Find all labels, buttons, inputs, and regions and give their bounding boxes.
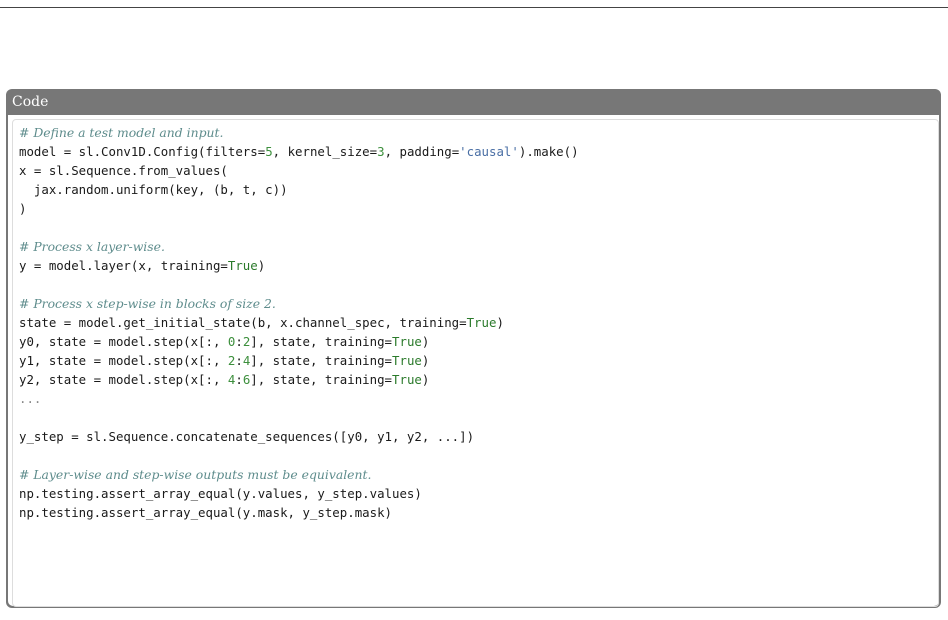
code-token: 3 (377, 144, 385, 159)
code-token: # Process x layer-wise. (19, 239, 165, 254)
code-line: # Define a test model and input. (19, 123, 938, 142)
code-token: # Process x step-wise in blocks of size … (19, 296, 276, 311)
code-line: x = sl.Sequence.from_values( (19, 161, 938, 180)
code-token: ], state, training= (250, 353, 393, 368)
code-line: state = model.get_initial_state(b, x.cha… (19, 313, 938, 332)
code-token: 4 (227, 372, 236, 387)
code-block-header: Code (12, 94, 49, 110)
code-token: x = sl.Sequence.from_values( (19, 163, 228, 178)
code-token: state = model.get_initial_state(b, x.cha… (19, 315, 467, 330)
code-line (19, 218, 938, 237)
code-token: model = sl.Conv1D.Config(filters= (19, 144, 266, 159)
code-token: 5 (265, 144, 273, 159)
code-token: 'causal' (459, 144, 519, 159)
code-block: Code # Define a test model and input. mod… (6, 89, 941, 608)
code-token: y1, state = model.step(x[:, (19, 353, 228, 368)
code-token: 4 (242, 353, 251, 368)
code-token: ).make() (518, 144, 579, 159)
code-token: ) (421, 353, 430, 368)
code-line: np.testing.assert_array_equal(y.values, … (19, 484, 938, 503)
code-listing: # Define a test model and input. model = … (12, 119, 939, 607)
code-line: # Process x layer-wise. (19, 237, 938, 256)
code-token: jax.random.uniform(key, (b, t, c)) (19, 182, 288, 197)
code-line: ) (19, 199, 938, 218)
code-token: True (392, 334, 422, 349)
code-line (19, 408, 938, 427)
code-line: y2, state = model.step(x[:, 4:6], state,… (19, 370, 938, 389)
code-token: ], state, training= (250, 334, 393, 349)
code-token: # Layer-wise and step-wise outputs must … (19, 467, 372, 482)
code-token: : (235, 372, 243, 387)
code-token: 6 (242, 372, 251, 387)
code-token: ... (19, 391, 42, 406)
code-line: y = model.layer(x, training=True) (19, 256, 938, 275)
code-line: y0, state = model.step(x[:, 0:2], state,… (19, 332, 938, 351)
code-token: : (235, 353, 243, 368)
code-line: jax.random.uniform(key, (b, t, c)) (19, 180, 938, 199)
code-token: 0 (227, 334, 236, 349)
code-token: True (227, 258, 258, 273)
code-token: True (392, 372, 422, 387)
code-line (19, 446, 938, 465)
code-line (19, 275, 938, 294)
code-token: y0, state = model.step(x[:, (19, 334, 228, 349)
code-token: ) (19, 201, 27, 216)
code-token: ) (496, 315, 504, 330)
code-token: True (392, 353, 422, 368)
code-token: ) (421, 334, 430, 349)
code-token: 2 (227, 353, 236, 368)
code-line: model = sl.Conv1D.Config(filters=5, kern… (19, 142, 938, 161)
code-token: y = model.layer(x, training= (19, 258, 228, 273)
code-line: np.testing.assert_array_equal(y.mask, y_… (19, 503, 938, 522)
code-token: ], state, training= (250, 372, 393, 387)
code-token: np.testing.assert_array_equal(y.mask, y_… (19, 505, 392, 520)
code-token: np.testing.assert_array_equal(y.values, … (19, 486, 422, 501)
code-token: y_step = sl.Sequence.concatenate_sequenc… (19, 429, 475, 444)
code-token: True (466, 315, 497, 330)
code-block-body: # Define a test model and input. model = … (8, 115, 939, 607)
code-line: # Layer-wise and step-wise outputs must … (19, 465, 938, 484)
code-token: ) (257, 258, 266, 273)
code-line: y1, state = model.step(x[:, 2:4], state,… (19, 351, 938, 370)
code-token: : (235, 334, 243, 349)
code-line: # Process x step-wise in blocks of size … (19, 294, 938, 313)
code-token: # Define a test model and input. (19, 125, 224, 140)
code-token: ) (421, 372, 430, 387)
code-line: y_step = sl.Sequence.concatenate_sequenc… (19, 427, 938, 446)
code-token: 2 (242, 334, 251, 349)
code-token: y2, state = model.step(x[:, (19, 372, 228, 387)
code-token: , padding= (384, 144, 460, 159)
page-top-rule (0, 7, 948, 8)
code-token: , kernel_size= (272, 144, 378, 159)
code-line: ... (19, 389, 938, 408)
